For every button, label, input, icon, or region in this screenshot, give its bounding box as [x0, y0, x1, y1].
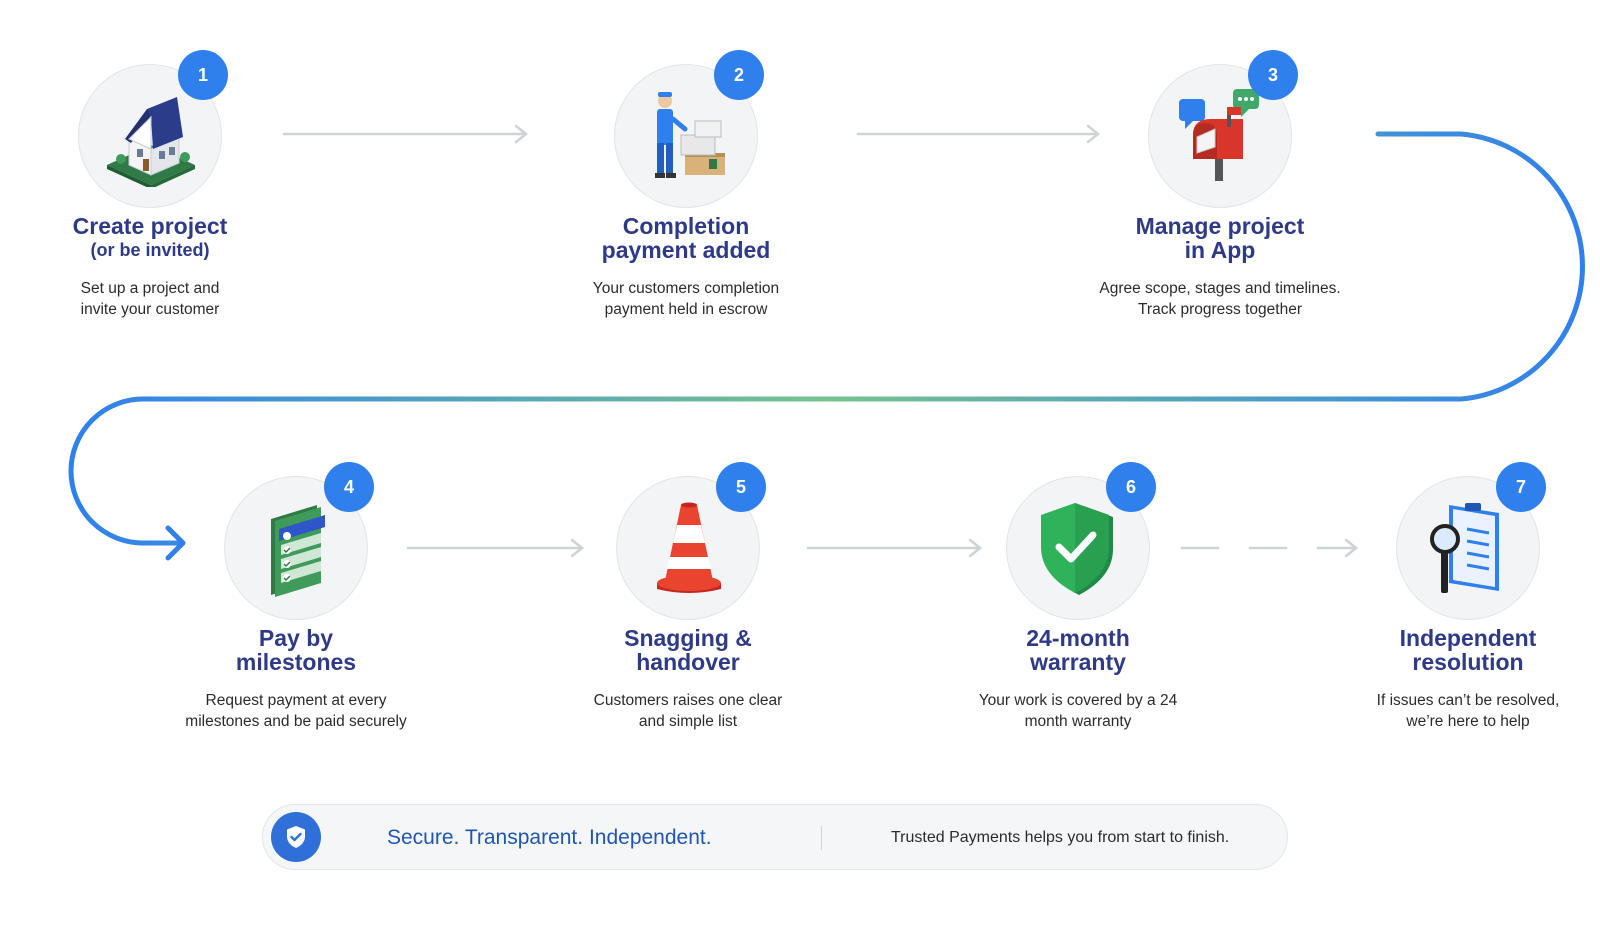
step-2-description: Your customers completion payment held i…	[592, 280, 780, 318]
s-curve-path	[68, 131, 1585, 546]
s-curve-arrowhead	[165, 525, 186, 561]
footer-divider	[821, 826, 822, 850]
mailbox-chat-icon	[1179, 89, 1259, 181]
footer-tagline: Secure. Transparent. Independent.	[387, 826, 712, 849]
step-5-description: Customers raises one clear and simple li…	[593, 692, 783, 730]
dashed-arrow-6-to-7	[1180, 538, 1359, 558]
footer-banner: Secure. Transparent. Independent. Truste…	[262, 804, 1288, 870]
step-1-description: Set up a project and invite your custome…	[80, 280, 220, 318]
step-1-subtitle: (or be invited)	[90, 240, 210, 260]
shield-check-icon	[287, 826, 305, 848]
step-3-description: Agree scope, stages and timelines. Track…	[1099, 280, 1341, 318]
step-4-description: Request payment at every milestones and …	[185, 692, 407, 730]
footer-shield-badge	[271, 812, 321, 862]
step-2-title: Completion payment added	[601, 213, 771, 263]
step-3-title: Manage project in App	[1135, 213, 1305, 263]
step-7-title: Independent resolution	[1399, 625, 1537, 675]
step-4-title: Pay by milestones	[235, 625, 357, 675]
step-1-badge: 1	[178, 50, 228, 100]
worker-with-boxes-icon	[655, 92, 725, 178]
step-1-title: Create project (or be invited)	[0, 214, 300, 262]
step-4-icon-circle	[224, 476, 368, 620]
step-2-badge: 2	[714, 50, 764, 100]
house-icon	[107, 97, 195, 187]
step-4-badge: 4	[324, 462, 374, 512]
arrow-4-to-5	[406, 538, 585, 558]
step-6-icon-circle	[1006, 476, 1150, 620]
step-5-badge: 5	[716, 462, 766, 512]
step-7-description: If issues can’t be resolved, we’re here …	[1376, 692, 1560, 730]
step-5-title: Snagging & handover	[624, 625, 752, 675]
arrow-2-to-3	[856, 124, 1101, 144]
shield-check-icon	[1041, 503, 1113, 595]
step-3-badge: 3	[1248, 50, 1298, 100]
footer-note: Trusted Payments helps you from start to…	[891, 829, 1230, 846]
step-6-title: 24-month warranty	[1026, 625, 1130, 675]
magnifier-document-icon	[1430, 503, 1499, 593]
step-7-badge: 7	[1496, 462, 1546, 512]
checklist-icon	[271, 505, 325, 597]
step-6-badge: 6	[1106, 462, 1156, 512]
traffic-cone-icon	[657, 502, 721, 593]
arrow-5-to-6	[806, 538, 983, 558]
arrow-1-to-2	[282, 124, 529, 144]
step-6-description: Your work is covered by a 24 month warra…	[978, 692, 1178, 730]
